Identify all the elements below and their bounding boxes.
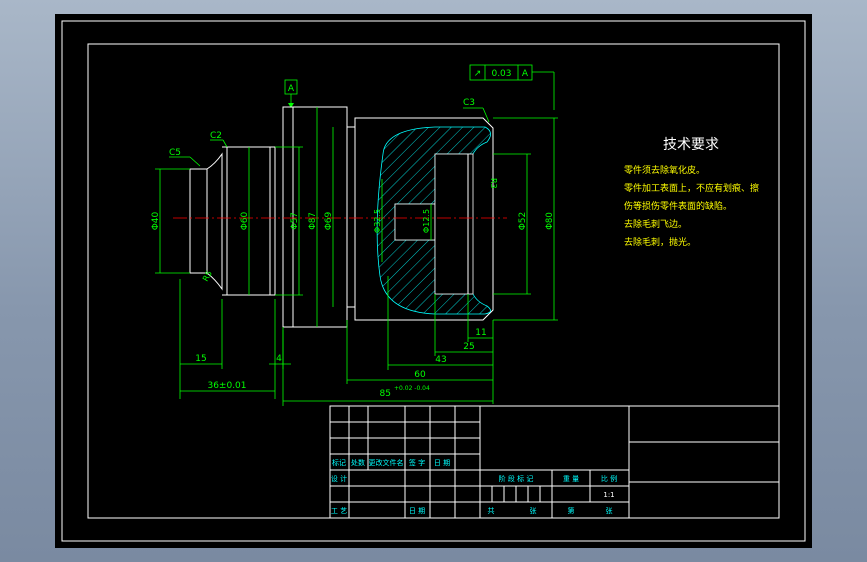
tb-label-weight: 重 量 (563, 475, 579, 483)
tb-label-total: 共 (488, 506, 495, 515)
dim-l15: 15 (195, 354, 206, 364)
note-line-5: 去除毛刺，抛光。 (624, 236, 696, 248)
note-line-3: 伤等损伤零件表面的缺陷。 (624, 200, 732, 212)
tb-label-scale: 比 例 (601, 474, 617, 483)
tb-label-design: 设 计 (331, 474, 347, 483)
sheet-outer-border (61, 20, 806, 542)
dim-l43: 43 (435, 355, 446, 365)
tb-label-process: 工 艺 (331, 507, 347, 515)
drawing-viewport[interactable]: A ↗ 0.03 A (55, 14, 812, 548)
tb-label-date2: 日 期 (409, 507, 425, 515)
datum-label: A (288, 84, 295, 94)
tolerance-value: 0.03 (491, 69, 511, 79)
runout-symbol-icon: ↗ (474, 69, 482, 79)
chamfer-c2: C2 (210, 131, 222, 141)
note-line-1: 零件须去除氧化皮。 (624, 164, 705, 176)
dim-l85-tol: +0.02 -0.04 (394, 385, 430, 392)
dim-d12: Φ12.5 (422, 209, 431, 233)
dim-l85: 85 (380, 389, 391, 399)
dim-d32: Φ32.5 (373, 209, 382, 233)
chamfer-c5: C5 (169, 148, 181, 158)
part-outline (189, 106, 494, 328)
geometric-tolerance-frame: ↗ 0.03 A (469, 64, 555, 110)
dim-d80: Φ80 (545, 212, 555, 230)
length-dimensions: 15 4 36±0.01 60 85 +0.02 -0.04 43 25 11 (179, 276, 494, 406)
dim-d69: Φ69 (324, 211, 334, 230)
section-hatch (376, 126, 491, 315)
note-line-4: 去除毛刺飞边。 (624, 218, 687, 230)
radius-r5: R5 (201, 269, 214, 283)
chamfer-c3: C3 (463, 98, 475, 108)
dim-d40: Φ40 (151, 211, 161, 230)
dim-d87: Φ87 (308, 212, 318, 230)
tolerance-datum: A (522, 69, 529, 79)
tb-label-date: 日 期 (434, 459, 450, 467)
diameter-dimensions: Φ40 Φ60 Φ57 Φ87 Φ69 Φ32.5 Φ12.5 Φ52 Φ80 (151, 107, 558, 327)
notes-title: 技术要求 (663, 137, 719, 153)
title-block: 标记 处数 更改文件名 签 字 日 期 设 计 工 艺 日 期 阶 段 标 记 … (329, 405, 780, 519)
tb-label-count: 处数 (351, 458, 365, 467)
technical-requirements: 技术要求 零件须去除氧化皮。 零件加工表面上，不应有划痕、擦 伤等损伤零件表面的… (624, 137, 759, 248)
tb-label-sign: 签 字 (409, 458, 425, 467)
dim-l4: 4 (276, 354, 282, 364)
dim-d60: Φ60 (240, 211, 250, 230)
datum-a-marker: A (284, 79, 298, 108)
tb-label-stage: 阶 段 标 记 (499, 474, 534, 483)
tb-label-num: 第 (568, 506, 575, 515)
tb-scale-value: 1:1 (603, 491, 614, 499)
tb-label-mark: 标记 (332, 458, 346, 467)
dim-l60: 60 (414, 370, 426, 380)
chamfer-callouts: C5 C2 C3 R5 R3 (169, 98, 498, 283)
tb-label-sheets: 张 (530, 506, 537, 515)
engineering-drawing: A ↗ 0.03 A (61, 20, 806, 542)
dim-l36: 36±0.01 (207, 381, 246, 391)
tb-label-sheet: 张 (606, 506, 613, 515)
dim-l25: 25 (463, 342, 474, 352)
note-line-2: 零件加工表面上，不应有划痕、擦 (624, 182, 759, 194)
tb-label-change: 更改文件名 (369, 458, 404, 467)
radius-r3: R3 (489, 178, 498, 189)
dim-d52: Φ52 (518, 212, 528, 231)
dim-d57: Φ57 (290, 212, 300, 230)
dim-l11: 11 (475, 328, 486, 338)
